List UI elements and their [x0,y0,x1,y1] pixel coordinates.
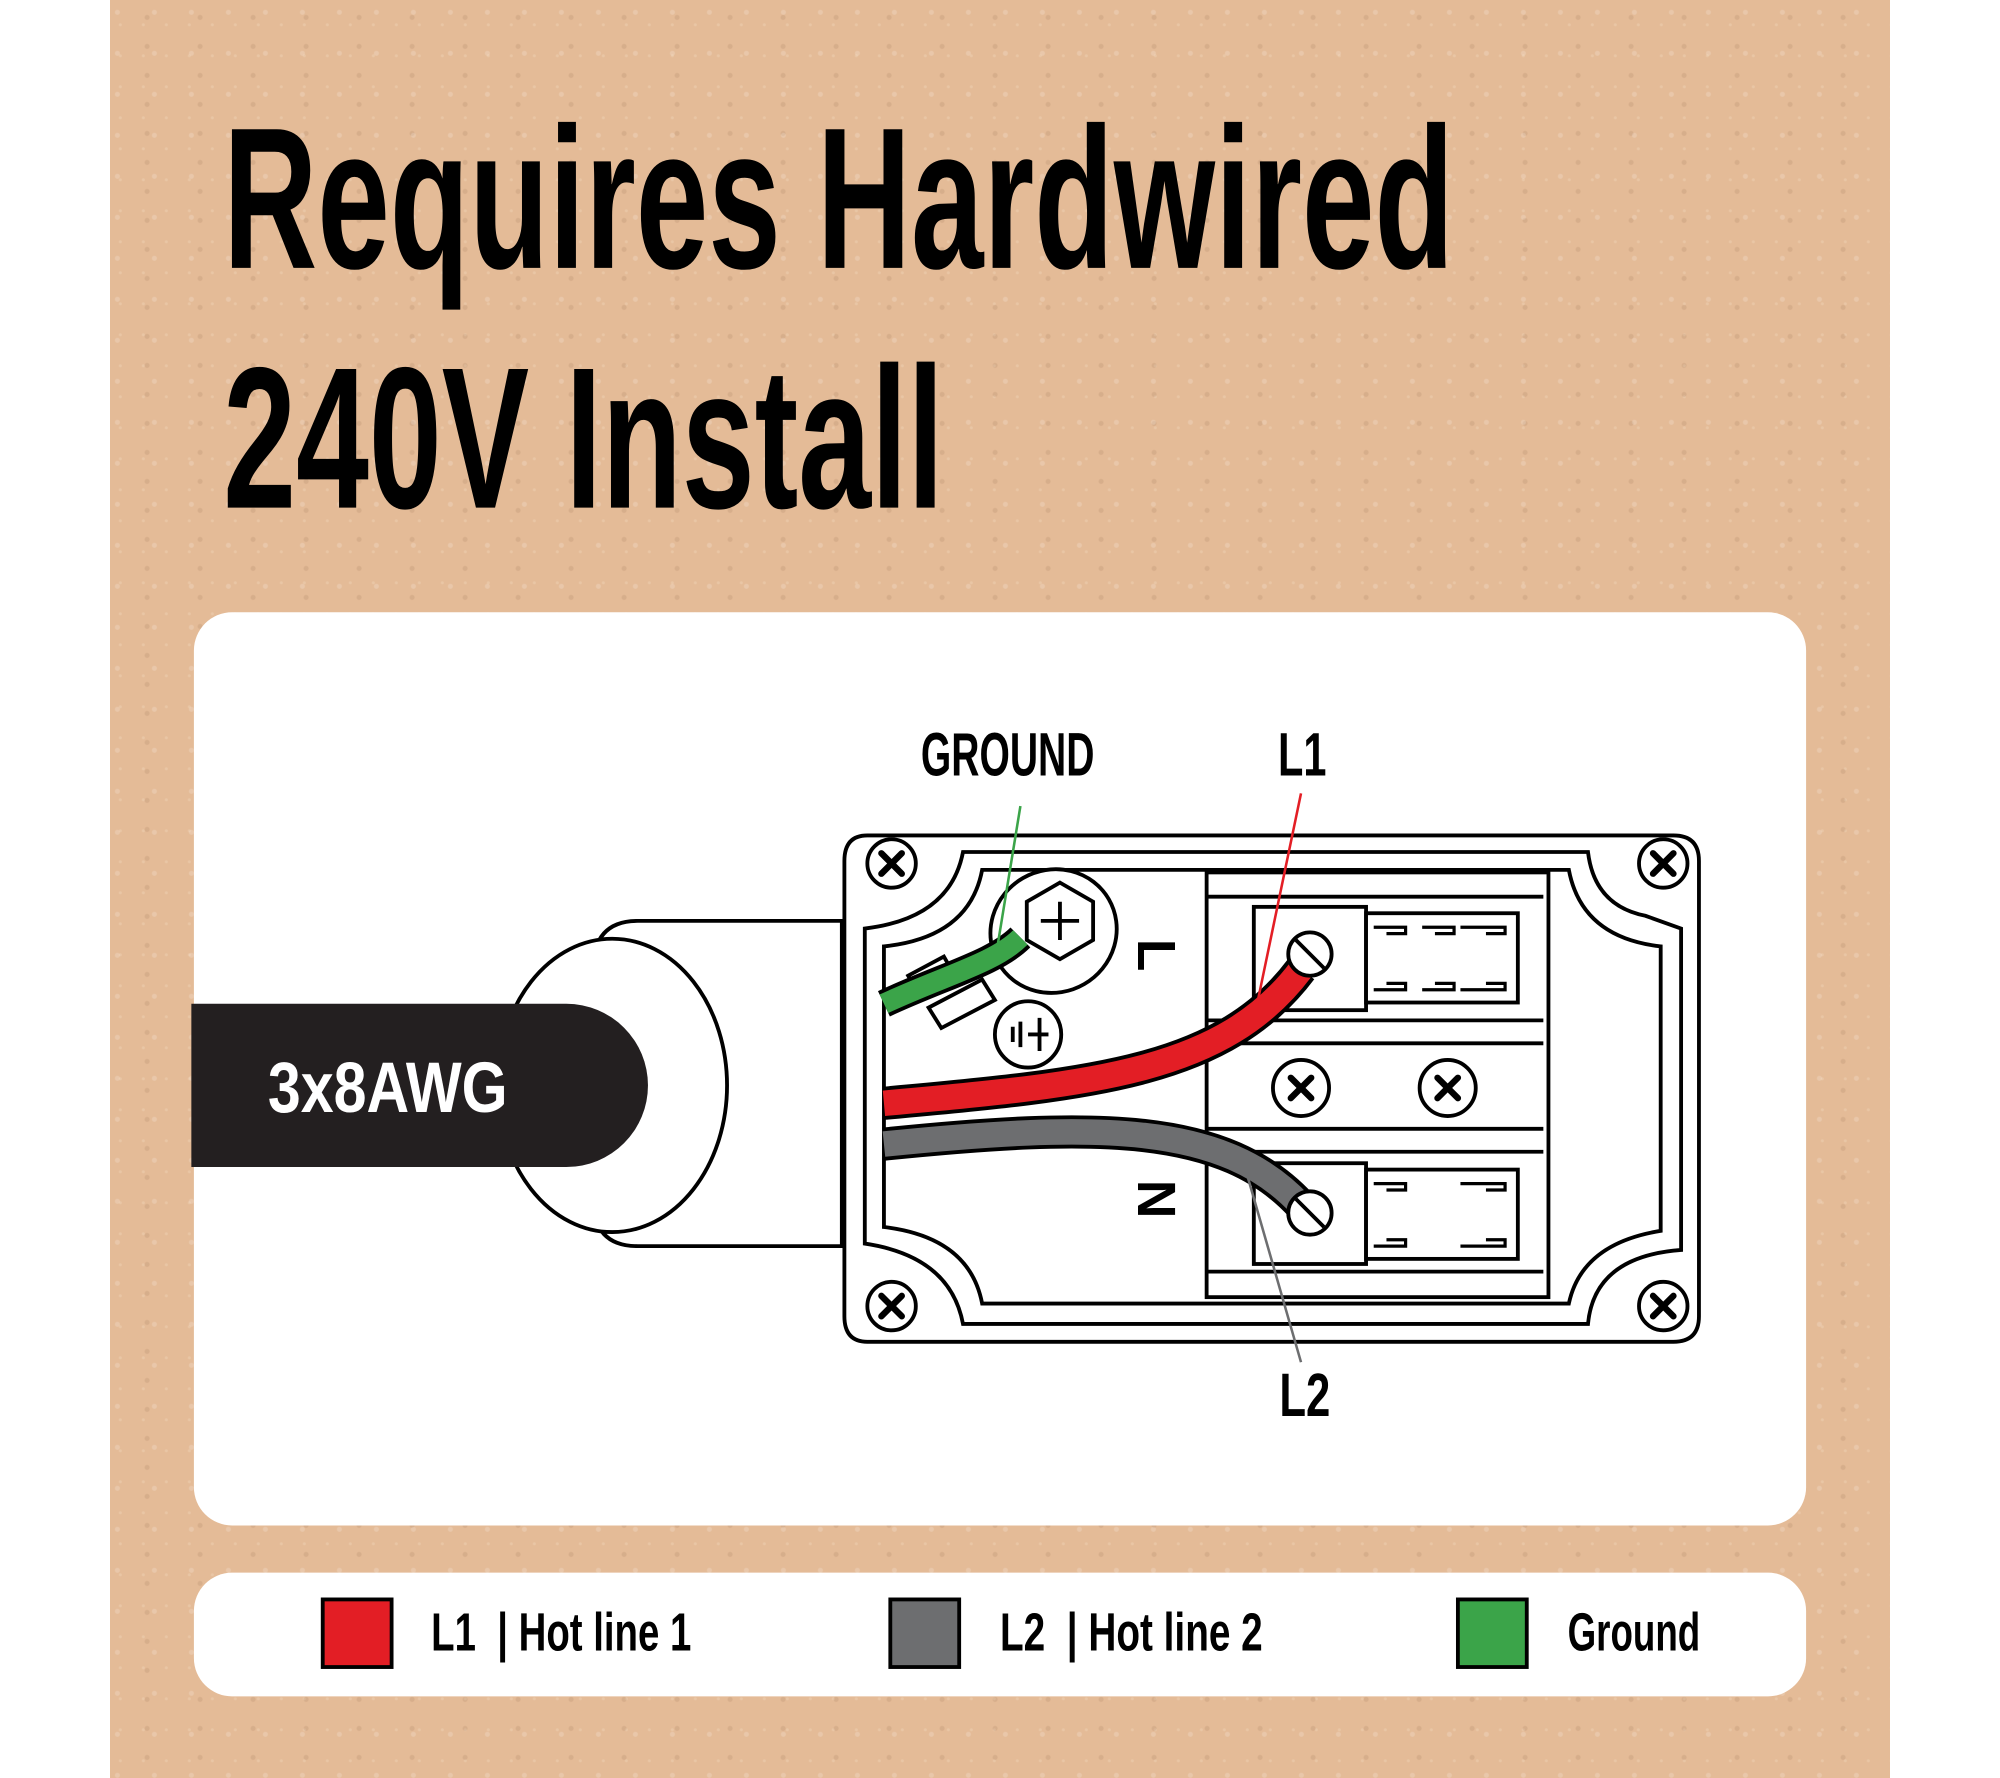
legend-item-l1: L1 | Hot line 1 [320,1597,691,1669]
legend-item-ground: Ground [1455,1597,1701,1669]
l1-label: L1 [1278,720,1326,788]
ground-label: GROUND [921,720,1094,788]
legend-label: Ground [1568,1603,1701,1662]
legend-label: L1 | Hot line 1 [431,1603,691,1663]
legend-bar [193,1572,1807,1697]
corner-screws [865,837,1690,1333]
title-line2: 240V Install [223,326,944,551]
l2-label: L2 [1279,1361,1330,1429]
legend-swatch-gray [888,1597,962,1669]
legend-item-l2: L2 | Hot line 2 [888,1597,1263,1669]
l1-wire [882,961,1312,1116]
title-line1: Requires Hardwired [223,86,1454,311]
l2-wire [882,1119,1311,1215]
legend-label: L2 | Hot line 2 [1000,1603,1263,1663]
legend-swatch-red [320,1597,394,1669]
cable [191,1003,648,1168]
cable-label: 3x8AWG [268,1048,508,1128]
legend-swatch-green [1455,1597,1529,1669]
ground-wire [879,929,1028,1014]
wiring-diagram: 3x8AWG [191,793,1701,1363]
terminal-n-label: N [1126,1180,1185,1219]
terminal-l-label: L [1126,939,1185,972]
